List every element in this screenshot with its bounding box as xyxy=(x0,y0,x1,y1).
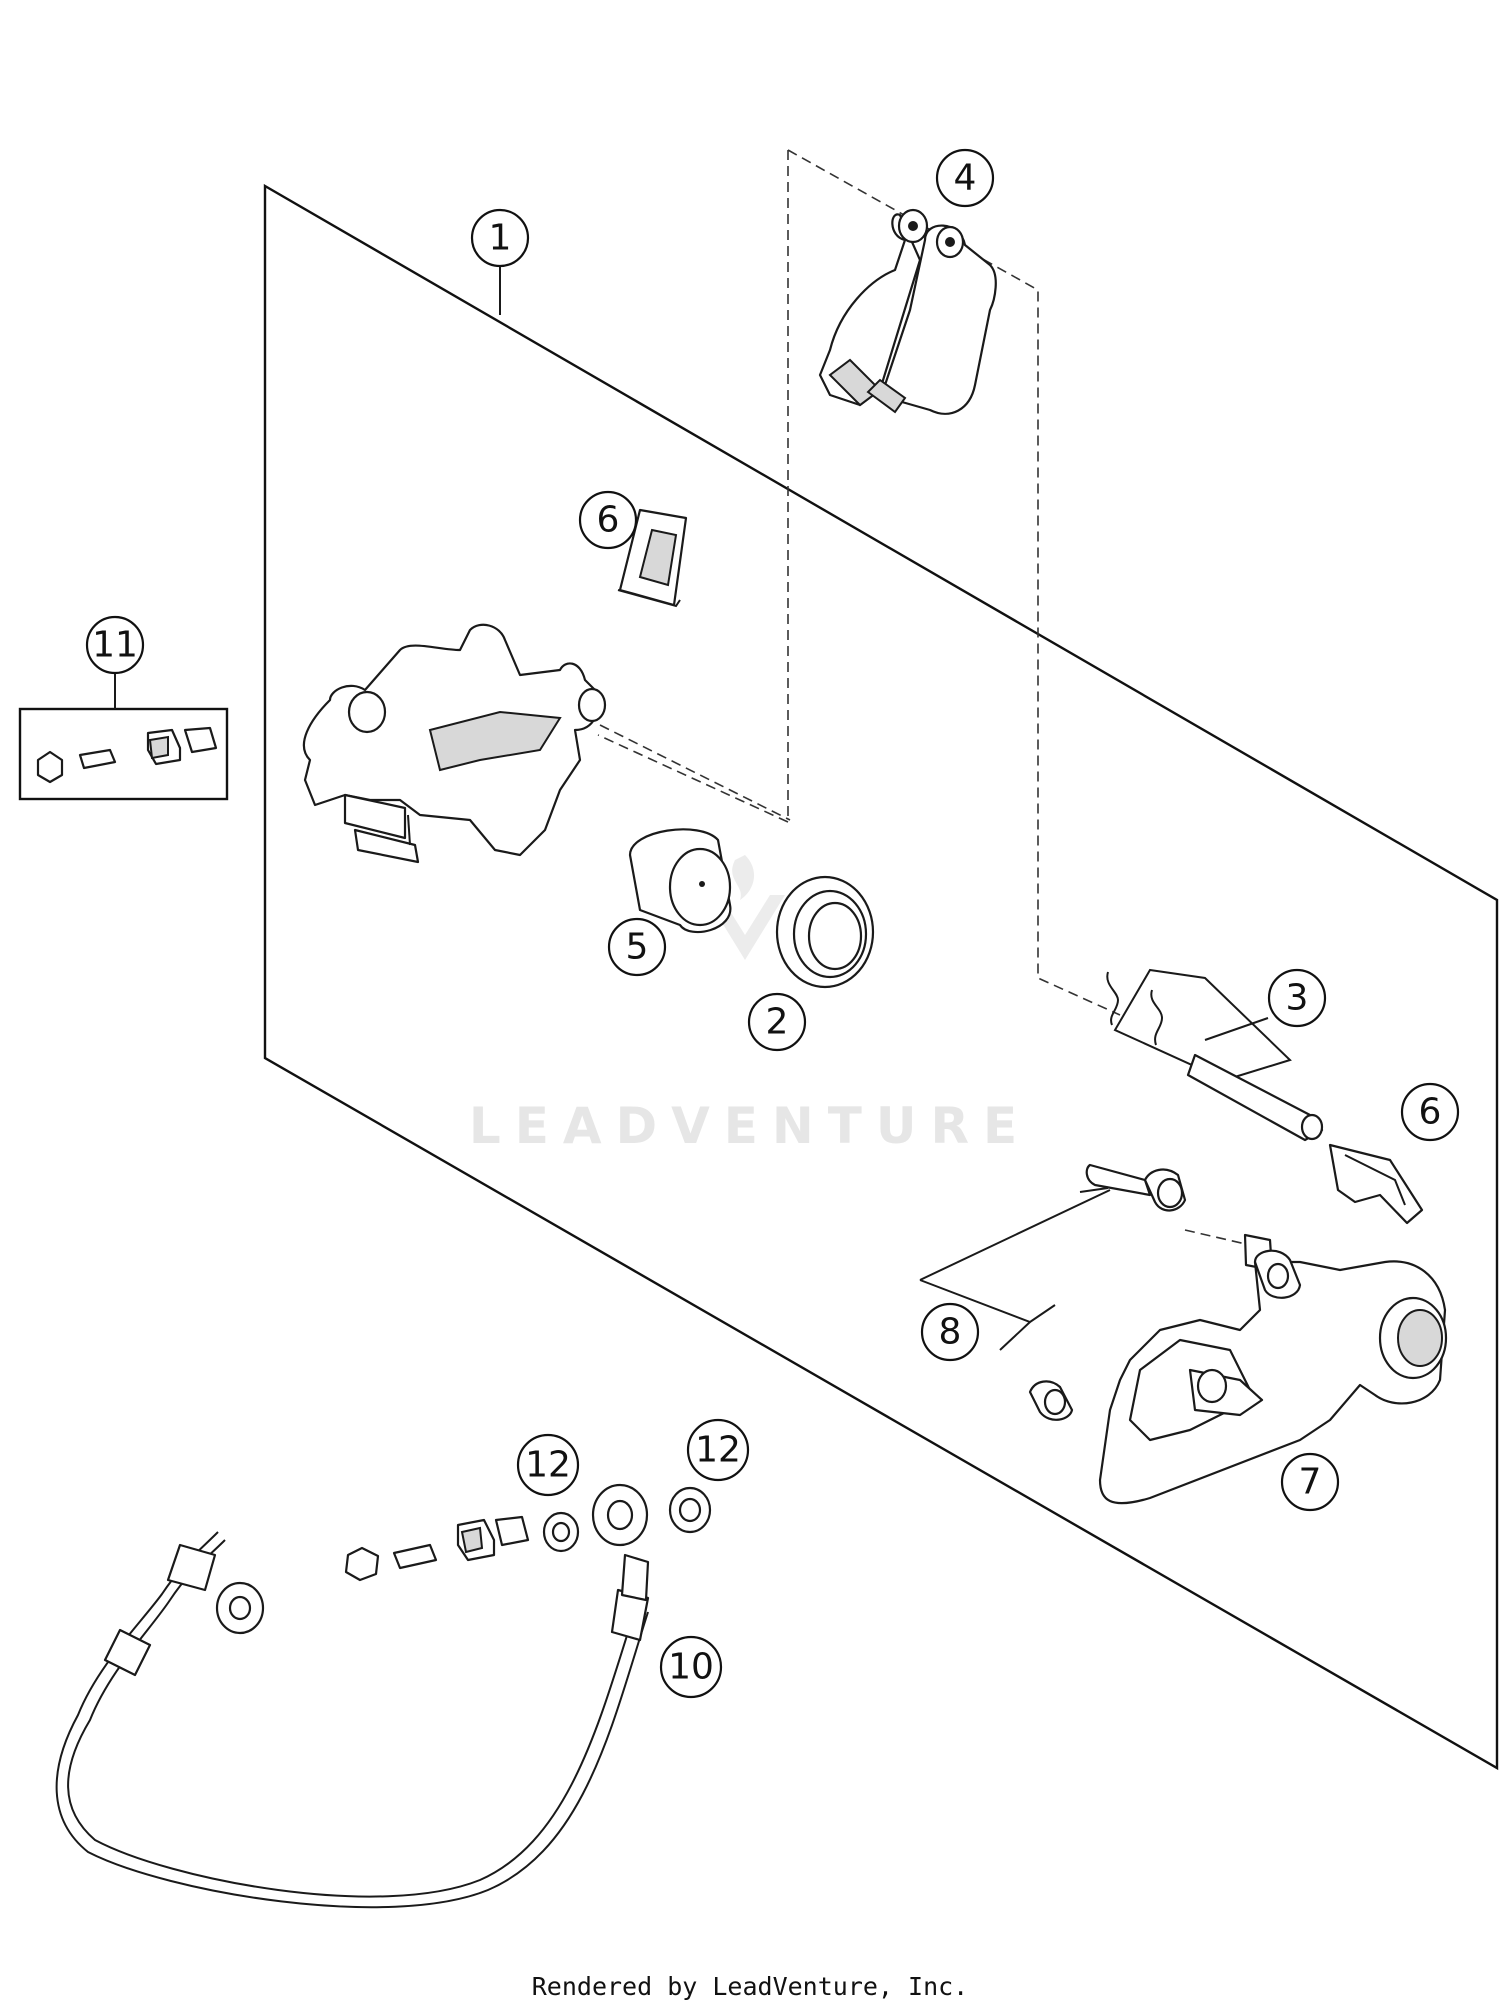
callout-8: 8 xyxy=(920,1302,980,1362)
svg-text:6: 6 xyxy=(597,500,620,541)
piston xyxy=(628,828,732,934)
bleed-kit-box xyxy=(18,707,229,801)
callout-6-top: 6 xyxy=(578,490,638,550)
watermark: LEADVENTURE xyxy=(469,855,1031,1155)
callout-12-left: 12 xyxy=(516,1433,580,1497)
kit-frame xyxy=(263,183,1499,1771)
watermark-text: LEADVENTURE xyxy=(469,1097,1031,1155)
callout-12-right: 12 xyxy=(686,1418,750,1482)
svg-text:10: 10 xyxy=(668,1647,714,1688)
svg-text:4: 4 xyxy=(954,158,977,199)
svg-text:12: 12 xyxy=(695,1430,741,1471)
callout-4: 4 xyxy=(935,148,995,208)
banjo-bolt-kit xyxy=(344,1515,530,1582)
callout-2: 2 xyxy=(747,992,807,1052)
retaining-clips-and-pin xyxy=(1106,968,1324,1142)
brake-hose xyxy=(55,1483,650,1909)
copper-washers xyxy=(542,1486,712,1553)
bleed-screw-kit xyxy=(36,726,218,784)
svg-text:2: 2 xyxy=(766,1002,789,1043)
svg-text:6: 6 xyxy=(1419,1092,1442,1133)
callout-7: 7 xyxy=(1280,1452,1340,1512)
svg-text:8: 8 xyxy=(939,1312,962,1353)
callout-6-right: 6 xyxy=(1400,1082,1460,1142)
svg-text:5: 5 xyxy=(626,927,649,968)
callout-11: 11 xyxy=(85,615,145,675)
caliper-bracket xyxy=(1098,1249,1448,1505)
piston-seal xyxy=(775,875,875,989)
guide-bolts-and-boots xyxy=(919,1163,1274,1421)
svg-text:7: 7 xyxy=(1299,1462,1322,1503)
callout-5: 5 xyxy=(607,917,667,977)
brake-pads xyxy=(818,208,997,415)
footer-credit: Rendered by LeadVenture, Inc. xyxy=(532,1972,969,2001)
svg-text:3: 3 xyxy=(1286,978,1309,1019)
svg-text:12: 12 xyxy=(525,1445,571,1486)
caliper-body xyxy=(302,623,791,864)
callout-1: 1 xyxy=(470,208,530,268)
pad-spring xyxy=(617,508,688,608)
flame-icon xyxy=(732,855,755,900)
callout-3: 3 xyxy=(1267,968,1327,1028)
callout-leaders xyxy=(114,266,1269,1351)
svg-text:11: 11 xyxy=(92,625,138,666)
svg-text:1: 1 xyxy=(489,218,512,259)
callout-10: 10 xyxy=(659,1635,723,1699)
pad-spring-right xyxy=(1328,1143,1424,1225)
pad-assembly-outline xyxy=(597,149,1121,1016)
